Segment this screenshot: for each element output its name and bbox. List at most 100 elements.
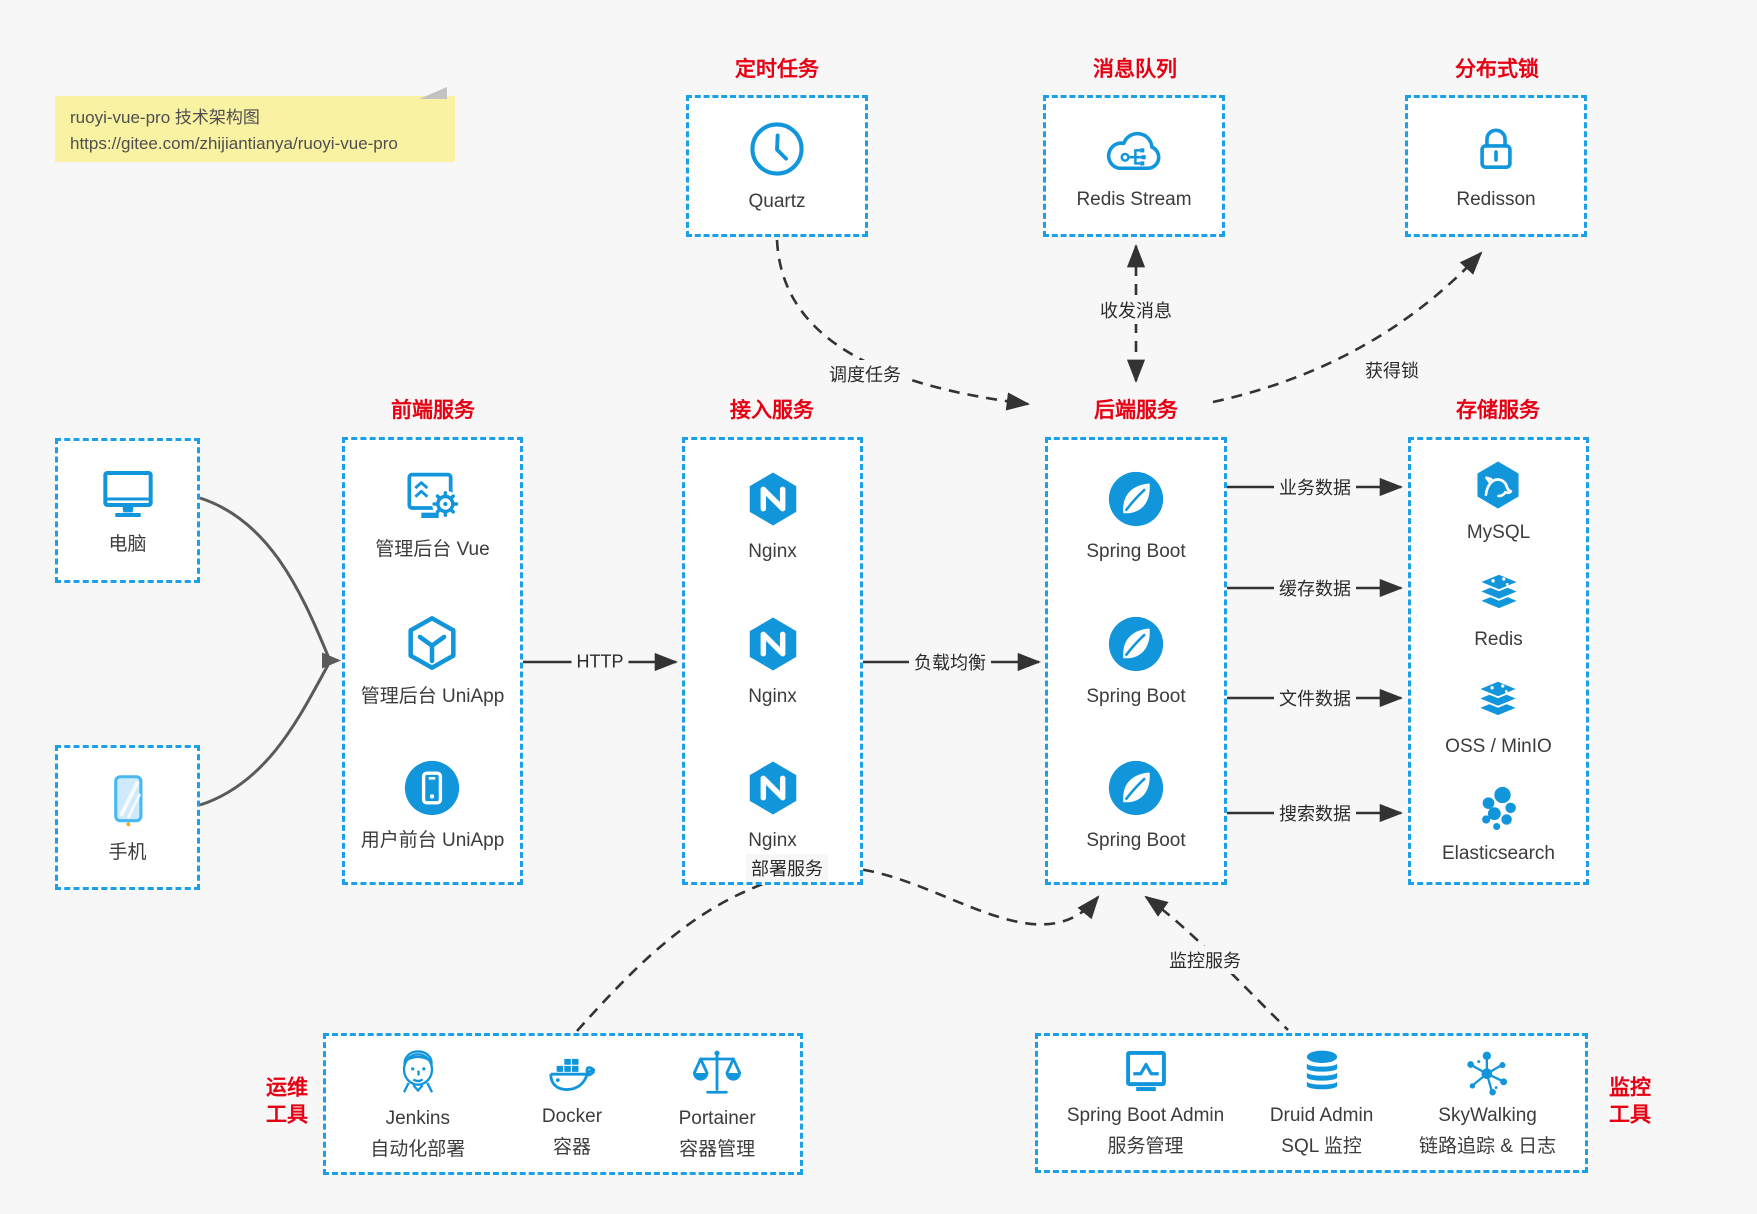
node-skywalking: SkyWalking 链路追踪 & 日志	[1419, 1046, 1556, 1159]
group-title-frontend: 前端服务	[391, 399, 475, 422]
node-label: Elasticsearch	[1442, 842, 1555, 864]
edge-pc-to-frontend	[199, 496, 330, 657]
group-title-access: 接入服务	[730, 399, 814, 422]
note-fold	[419, 87, 447, 99]
mysql-icon	[1477, 461, 1520, 509]
group-title-monitoring-line1: 监控	[1609, 1076, 1651, 1100]
node-label: Docker	[541, 1106, 603, 1128]
group-box-access: Nginx Nginx Nginx	[682, 437, 863, 885]
node-mobile: 手机	[97, 769, 159, 866]
node-label: 管理后台 UniApp	[360, 685, 505, 707]
node-druid: Druid Admin SQL 监控	[1269, 1046, 1374, 1159]
group-title-monitoring-line2: 工具	[1609, 1104, 1651, 1127]
node-label: Spring Boot Admin	[1066, 1105, 1225, 1127]
node-sublabel: 链路追踪 & 日志	[1418, 1136, 1557, 1157]
edge-monitor-service	[1144, 895, 1289, 1031]
node-label: Redis	[1474, 628, 1523, 650]
docker-icon	[549, 1059, 596, 1092]
node-label: Spring Boot	[1086, 541, 1186, 562]
group-box-scheduler: Quartz	[686, 95, 868, 237]
node-label: Nginx	[748, 685, 797, 707]
node-nginx-3: Nginx	[742, 757, 804, 854]
nginx-icon	[749, 472, 796, 526]
group-title-mq: 消息队列	[1093, 58, 1177, 81]
node-sublabel: 服务管理	[1107, 1136, 1184, 1157]
node-elasticsearch: Elasticsearch	[1442, 783, 1555, 867]
group-title-ops-line2: 工具	[266, 1104, 308, 1127]
edge-label-cache-data: 缓存数据	[1274, 574, 1356, 602]
node-label: Redis Stream	[1076, 188, 1192, 210]
node-label: Redisson	[1456, 188, 1536, 210]
node-label: Jenkins	[385, 1108, 450, 1130]
node-nginx-1: Nginx	[742, 468, 804, 565]
group-title-scheduler: 定时任务	[735, 58, 819, 81]
redis-icon	[1475, 572, 1522, 610]
note-url: https://gitee.com/zhijiantianya/ruoyi-vu…	[70, 133, 398, 153]
edge-label-load-balance: 负载均衡	[909, 648, 991, 676]
edge-label-business-data: 业务数据	[1274, 473, 1356, 501]
druid-icon	[1306, 1050, 1337, 1090]
group-box-monitoring: Spring Boot Admin 服务管理 Druid Admin SQL 监…	[1035, 1033, 1588, 1173]
device-box-pc: 电脑	[55, 438, 200, 583]
desktop-icon	[102, 471, 153, 518]
edge-label-acquire-lock: 获得锁	[1360, 356, 1424, 384]
group-title-ops-line1: 运维	[266, 1076, 308, 1100]
node-docker: Docker 容器	[542, 1047, 602, 1160]
node-sublabel: 自动化部署	[370, 1139, 466, 1160]
node-label: Druid Admin	[1269, 1105, 1374, 1127]
skywalking-icon	[1466, 1052, 1507, 1096]
group-box-frontend: 管理后台 Vue 管理后台 UniApp 用户前台 UniApp	[342, 437, 523, 885]
node-nginx-2: Nginx	[742, 613, 804, 710]
edge-label-file-data: 文件数据	[1274, 684, 1356, 712]
spring-boot-icon	[1108, 761, 1164, 816]
user-app-icon	[405, 761, 460, 816]
node-jenkins: Jenkins 自动化部署	[370, 1045, 465, 1162]
edge-deploy-service	[576, 866, 1100, 1032]
oss-minio-icon	[1475, 679, 1522, 717]
device-box-mobile: 手机	[55, 745, 200, 890]
lock-icon	[1480, 128, 1512, 169]
group-box-ops: Jenkins 自动化部署 Docker 容器	[323, 1033, 803, 1175]
group-title-monitoring: 监控 工具	[1609, 1075, 1651, 1130]
group-title-storage: 存储服务	[1456, 399, 1540, 422]
group-box-mq: Redis Stream	[1043, 95, 1225, 237]
sticky-note: ruoyi-vue-pro 技术架构图 https://gitee.com/zh…	[55, 87, 455, 162]
portainer-icon	[693, 1050, 742, 1095]
group-title-ops: 运维 工具	[266, 1075, 308, 1130]
group-box-storage: MySQL Redis	[1408, 437, 1589, 885]
node-label: 用户前台 UniApp	[360, 830, 505, 852]
nginx-icon	[749, 617, 796, 671]
node-label: Spring Boot	[1086, 830, 1186, 852]
node-label: MySQL	[1466, 521, 1531, 543]
edge-label-http: HTTP	[571, 650, 629, 674]
node-redis: Redis	[1470, 569, 1528, 653]
node-label: OSS / MinIO	[1445, 735, 1552, 757]
node-redis-stream: Redis Stream	[1076, 120, 1192, 213]
group-box-backend: Spring Boot Spring Boot Spring Boot	[1045, 437, 1227, 885]
elasticsearch-icon	[1481, 786, 1516, 830]
node-admin-vue: 管理后台 Vue	[375, 468, 490, 563]
node-label: 电脑	[108, 534, 147, 556]
edge-schedule-task	[775, 239, 1031, 411]
node-spring-boot-2: Spring Boot	[1086, 613, 1186, 710]
nginx-icon	[749, 761, 796, 815]
clock-icon	[750, 122, 804, 176]
edge-label-schedule-task: 调度任务	[824, 360, 906, 388]
group-title-lock: 分布式锁	[1455, 58, 1539, 81]
node-oss-minio: OSS / MinIO	[1445, 676, 1552, 760]
uniapp-cube-icon	[408, 615, 457, 670]
edge-label-deploy-service: 部署服务	[746, 854, 828, 882]
node-label: SkyWalking	[1438, 1105, 1537, 1127]
note-title: ruoyi-vue-pro 技术架构图	[70, 108, 260, 127]
node-user-uniapp: 用户前台 UniApp	[360, 757, 505, 854]
jenkins-icon	[402, 1050, 433, 1094]
spring-boot-icon	[1108, 471, 1164, 527]
group-title-backend: 后端服务	[1094, 399, 1178, 422]
node-redisson: Redisson	[1456, 120, 1536, 213]
edge-mobile-to-frontend	[199, 664, 330, 807]
node-spring-boot-admin: Spring Boot Admin 服务管理	[1067, 1046, 1224, 1159]
node-spring-boot-3: Spring Boot	[1086, 757, 1186, 854]
node-label: Quartz	[748, 190, 806, 212]
node-label: Portainer	[678, 1108, 756, 1130]
